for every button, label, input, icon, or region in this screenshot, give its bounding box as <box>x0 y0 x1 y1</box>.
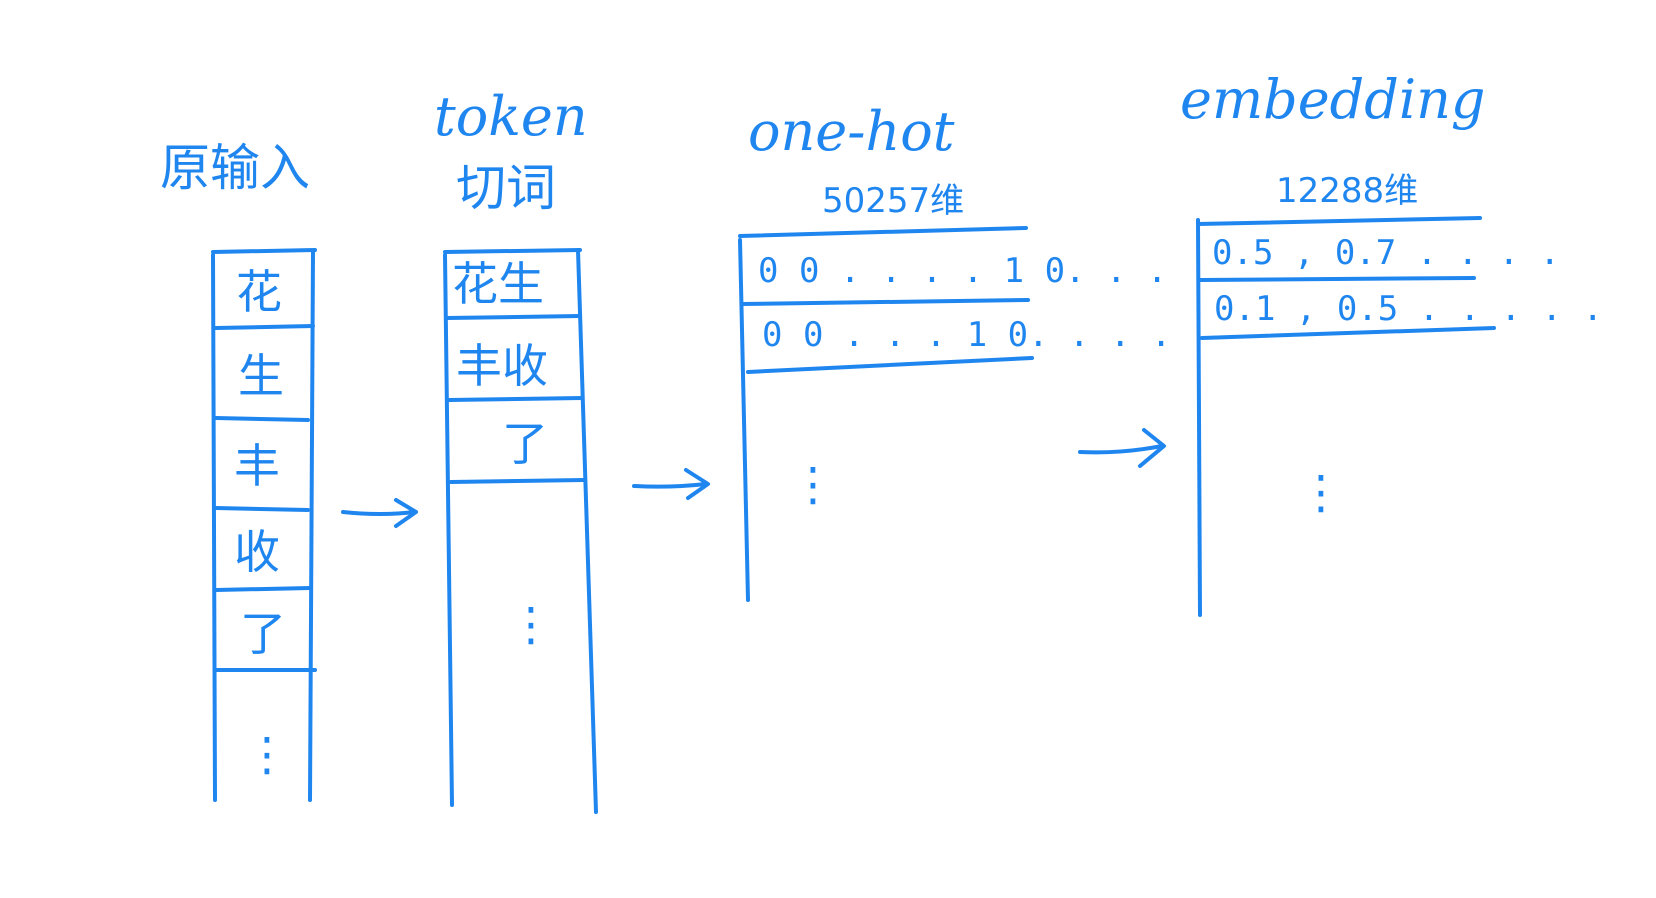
token-cell: 花生 <box>452 257 544 311</box>
token-column-right-edge <box>576 248 598 814</box>
embedding-row-divider <box>1196 216 1482 226</box>
token-subtitle: 切词 <box>456 159 556 217</box>
right-arrow-icon <box>1078 428 1166 468</box>
embedding-title: embedding <box>1180 68 1485 131</box>
token-title: token <box>434 85 588 148</box>
raw-row-divider <box>214 324 315 330</box>
token-row-divider <box>447 396 584 402</box>
raw-cell: 收 <box>234 525 280 579</box>
raw-row-divider <box>214 506 310 512</box>
raw-title: 原输入 <box>160 139 310 197</box>
onehot-column-left-edge <box>738 238 750 602</box>
onehot-row: 0 0 . . . . 1 0. . . <box>758 251 1167 291</box>
right-arrow-icon <box>341 498 418 528</box>
raw-row-divider <box>211 248 317 254</box>
raw-cell: 了 <box>240 607 286 661</box>
raw-row-divider <box>214 416 310 422</box>
onehot-title: one-hot <box>748 100 955 163</box>
embedding-column-left-edge <box>1196 218 1202 617</box>
onehot-dim-label: 50257维 <box>822 181 964 221</box>
onehot-row-divider <box>738 226 1028 238</box>
right-arrow-icon <box>632 468 710 500</box>
stage-embedding: embedding 12288维 0.5 , 0.7 . . . . 0.1 ,… <box>1180 68 1603 617</box>
embedding-row: 0.5 , 0.7 . . . . <box>1212 233 1560 273</box>
token-cell: 了 <box>502 417 548 471</box>
raw-row-divider <box>214 586 312 592</box>
embedding-ellipsis: ⋮ <box>1298 465 1344 519</box>
stage-token: token 切词 花生 丰收 了 ⋮ <box>434 85 598 814</box>
stage-onehot: one-hot 50257维 0 0 . . . . 1 0. . . 0 0 … <box>738 100 1171 602</box>
onehot-row-divider <box>746 356 1034 374</box>
raw-ellipsis: ⋮ <box>244 727 290 781</box>
raw-cell: 生 <box>238 349 284 403</box>
raw-cell: 丰 <box>234 439 280 493</box>
onehot-ellipsis: ⋮ <box>790 457 836 511</box>
token-row-divider <box>443 248 582 254</box>
raw-column-right-edge <box>308 250 315 802</box>
embedding-row-divider <box>1198 276 1476 282</box>
raw-column-left-edge <box>211 253 217 802</box>
embedding-row-divider <box>1200 326 1496 340</box>
onehot-row-divider <box>740 298 1030 306</box>
token-row-divider <box>445 314 582 320</box>
token-cell: 丰收 <box>456 339 548 393</box>
token-ellipsis: ⋮ <box>508 597 554 651</box>
raw-cell: 花 <box>236 265 282 319</box>
stage-raw: 原输入 花 生 丰 收 了 ⋮ <box>160 139 317 802</box>
embedding-dim-label: 12288维 <box>1276 171 1418 211</box>
embedding-row: 0.1 , 0.5 . . . . . <box>1214 289 1603 329</box>
token-row-divider <box>449 478 586 484</box>
token-column-left-edge <box>443 253 454 807</box>
onehot-row: 0 0 . . . 1 0. . . . <box>762 315 1171 355</box>
